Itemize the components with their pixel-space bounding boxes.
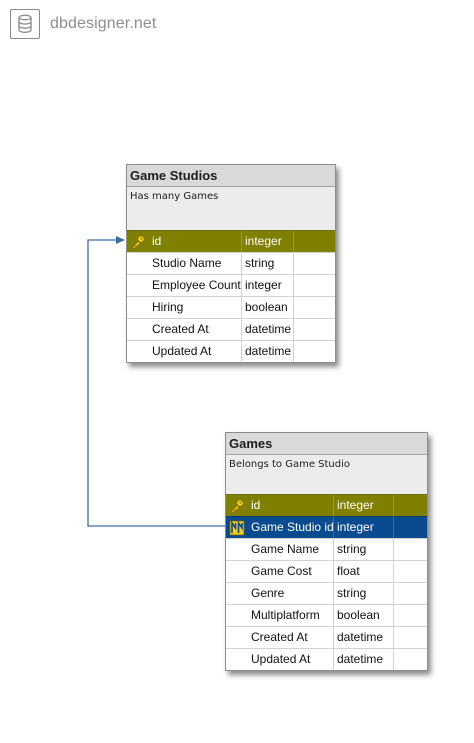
database-icon (10, 9, 40, 39)
row-icon-slot (226, 605, 248, 626)
logo-text: dbdesigner.net (50, 15, 157, 32)
column-type: integer (334, 517, 394, 538)
key-icon (127, 231, 149, 252)
row-icon-slot (127, 275, 149, 296)
row-icon-slot (226, 561, 248, 582)
column-extra (294, 319, 335, 340)
column-name: Genre (248, 583, 334, 604)
column-name: Updated At (248, 649, 334, 670)
row-icon-slot (127, 253, 149, 274)
column-type: boolean (242, 297, 294, 318)
column-extra (394, 649, 427, 670)
row-icon-slot (226, 627, 248, 648)
column-name: Game Name (248, 539, 334, 560)
column-extra (294, 341, 335, 362)
column-name: Game Studio id (248, 517, 334, 538)
column-type: datetime (334, 649, 394, 670)
row-icon-slot (127, 319, 149, 340)
table-title[interactable]: Games (226, 433, 427, 455)
table-description: Belongs to Game Studio (226, 455, 427, 494)
column-type: string (334, 583, 394, 604)
table-title[interactable]: Game Studios (127, 165, 335, 187)
column-name: Studio Name (149, 253, 242, 274)
column-type: datetime (242, 341, 294, 362)
column-extra (394, 495, 427, 516)
column-extra (394, 605, 427, 626)
row-icon-slot (226, 649, 248, 670)
column-type: string (242, 253, 294, 274)
column-name: Hiring (149, 297, 242, 318)
column-name: id (149, 231, 242, 252)
foreign-key-icon (226, 517, 248, 538)
column-extra (394, 539, 427, 560)
row-icon-slot (127, 297, 149, 318)
column-name: id (248, 495, 334, 516)
row-icon-slot (127, 341, 149, 362)
column-type: boolean (334, 605, 394, 626)
column-type: datetime (334, 627, 394, 648)
key-icon (226, 495, 248, 516)
column-extra (294, 231, 335, 252)
table-description: Has many Games (127, 187, 335, 230)
column-type: integer (242, 275, 294, 296)
dbdesigner-logo[interactable]: dbdesigner.net (10, 9, 156, 39)
column-name: Multiplatform (248, 605, 334, 626)
column-type: string (334, 539, 394, 560)
column-name: Game Cost (248, 561, 334, 582)
column-name: Updated At (149, 341, 242, 362)
column-extra (294, 297, 335, 318)
column-extra (394, 561, 427, 582)
column-extra (394, 583, 427, 604)
column-name: Employee Count (149, 275, 242, 296)
row-icon-slot (226, 583, 248, 604)
connector-arrowhead (116, 236, 125, 244)
row-icon-slot (226, 539, 248, 560)
column-name: Created At (149, 319, 242, 340)
column-extra (294, 253, 335, 274)
column-extra (294, 275, 335, 296)
column-name: Created At (248, 627, 334, 648)
column-extra (394, 517, 427, 538)
column-type: integer (242, 231, 294, 252)
column-type: float (334, 561, 394, 582)
column-type: datetime (242, 319, 294, 340)
column-extra (394, 627, 427, 648)
column-type: integer (334, 495, 394, 516)
